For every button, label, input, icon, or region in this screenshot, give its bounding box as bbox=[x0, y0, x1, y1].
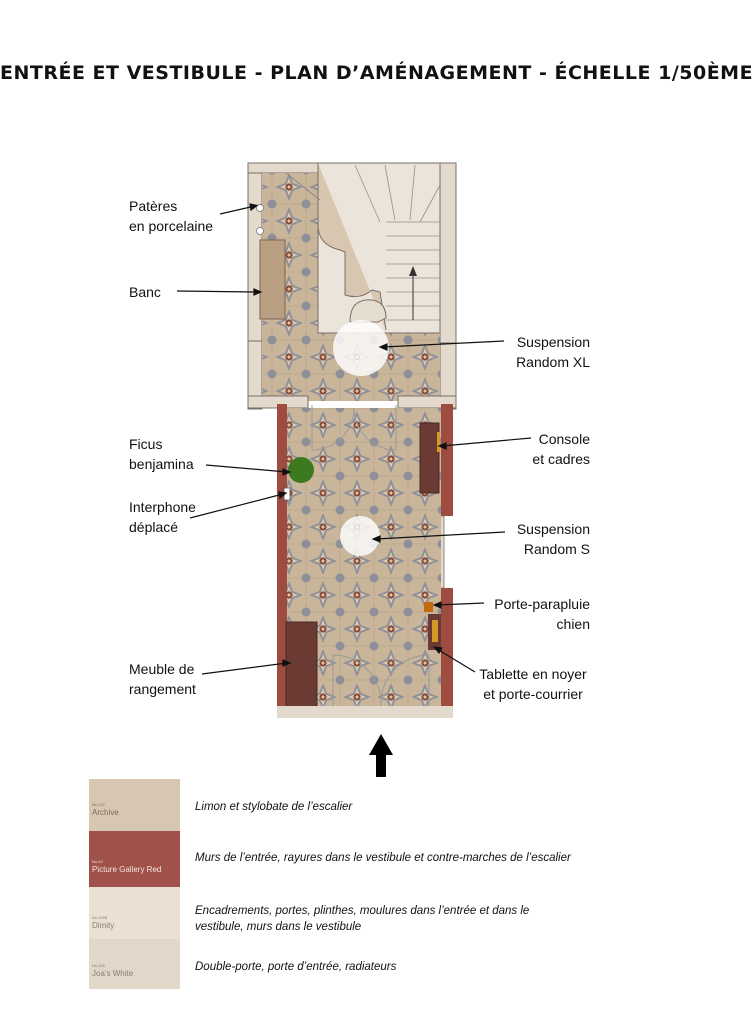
label-line: rangement bbox=[129, 681, 196, 697]
wall-right-upper bbox=[439, 162, 457, 344]
umbrella-stand bbox=[424, 602, 433, 612]
label-line: Patères bbox=[129, 198, 178, 214]
label-line: Suspension bbox=[516, 521, 590, 537]
wall-top bbox=[247, 162, 321, 174]
ficus-plant bbox=[288, 457, 314, 483]
legend-desc-joas-white: Double-porte, porte d’entrée, radiateurs bbox=[195, 961, 397, 973]
legend-swatch-joas-white: No.226 Joa’s White bbox=[89, 939, 180, 989]
floor-plan bbox=[176, 162, 532, 718]
patere-hook bbox=[256, 204, 264, 212]
swatch-code: No.42 bbox=[92, 859, 103, 864]
label-line: Porte-parapluie bbox=[494, 596, 590, 612]
label-suspension-s: Suspension Random S bbox=[480, 519, 590, 559]
swatch-fill bbox=[89, 831, 180, 887]
swatch-name: Dimity bbox=[92, 921, 115, 930]
double-door-vestibule bbox=[311, 405, 397, 451]
label-line: et porte-courrier bbox=[483, 686, 583, 702]
storage-cabinet bbox=[285, 621, 318, 708]
label-porte-parapluie: Porte-parapluie chien bbox=[470, 594, 590, 634]
console-frame bbox=[437, 432, 440, 452]
suspension-xl-lamp bbox=[333, 320, 389, 376]
swatch-name: Picture Gallery Red bbox=[92, 865, 162, 874]
label-line: en porcelaine bbox=[129, 218, 214, 234]
label-line: Random XL bbox=[516, 354, 590, 370]
wall-left-red bbox=[277, 404, 287, 718]
label-suspension-xl: Suspension Random XL bbox=[480, 332, 590, 372]
label-line: Console bbox=[538, 431, 590, 447]
label-interphone: Interphone déplacé bbox=[129, 497, 196, 537]
label-pateres: Patères en porcelaine bbox=[129, 196, 213, 236]
label-line: Tablette en noyer bbox=[479, 666, 587, 682]
label-ficus: Ficus benjamina bbox=[129, 434, 194, 474]
bench bbox=[259, 239, 286, 320]
swatch-fill bbox=[89, 779, 180, 831]
legend-swatch-dimity: No.2008 Dimity bbox=[89, 887, 180, 939]
label-line: Interphone bbox=[129, 499, 196, 515]
front-wall bbox=[277, 706, 453, 718]
swatch-name: Joa’s White bbox=[92, 969, 134, 978]
page-title: Entrée et vestibule - Plan d’aménagement… bbox=[0, 62, 753, 84]
legend-desc-archive: Limon et stylobate de l’escalier bbox=[195, 801, 353, 813]
patere-hook bbox=[256, 227, 264, 235]
stair-newel bbox=[349, 299, 387, 323]
stair-arrow-head bbox=[409, 266, 417, 276]
stair-string bbox=[317, 163, 387, 331]
legend-swatch-archive: No.227 Archive bbox=[89, 779, 180, 831]
swatch-code: No.227 bbox=[92, 802, 105, 807]
wall-right-red-upper bbox=[441, 404, 453, 516]
label-line: Ficus bbox=[129, 436, 163, 452]
wall-right-red-lower bbox=[441, 588, 453, 718]
label-line: benjamina bbox=[129, 456, 194, 472]
front-double-door bbox=[332, 654, 430, 707]
leader-lines bbox=[176, 203, 532, 675]
label-banc: Banc bbox=[129, 282, 161, 302]
swatch-name: Archive bbox=[92, 808, 119, 817]
label-console: Console et cadres bbox=[480, 429, 590, 469]
swatch-code: No.226 bbox=[92, 963, 105, 968]
mail-holder bbox=[432, 620, 438, 642]
legend-desc-picture-gallery-red: Murs de l’entrée, rayures dans le vestib… bbox=[195, 852, 571, 864]
label-line: et cadres bbox=[532, 451, 590, 467]
label-line: Random S bbox=[523, 541, 590, 557]
swatch-fill bbox=[89, 887, 180, 939]
label-line: Meuble de bbox=[129, 661, 195, 677]
legend-desc-dimity: Encadrements, portes, plinthes, moulures… bbox=[195, 905, 530, 933]
console bbox=[419, 422, 440, 494]
label-line: Banc bbox=[129, 284, 161, 300]
label-tablette: Tablette en noyer et porte-courrier bbox=[468, 664, 598, 704]
label-line: Suspension bbox=[516, 334, 590, 350]
legend-swatch-picture-gallery-red: No.42 Picture Gallery Red bbox=[89, 831, 180, 887]
label-line: chien bbox=[556, 616, 590, 632]
label-meuble: Meuble de rangement bbox=[129, 659, 196, 699]
swatch-fill bbox=[89, 939, 180, 989]
label-line: déplacé bbox=[129, 519, 179, 535]
door-upper bbox=[285, 172, 321, 201]
suspension-s-lamp bbox=[340, 516, 380, 556]
swatch-code: No.2008 bbox=[92, 915, 108, 920]
